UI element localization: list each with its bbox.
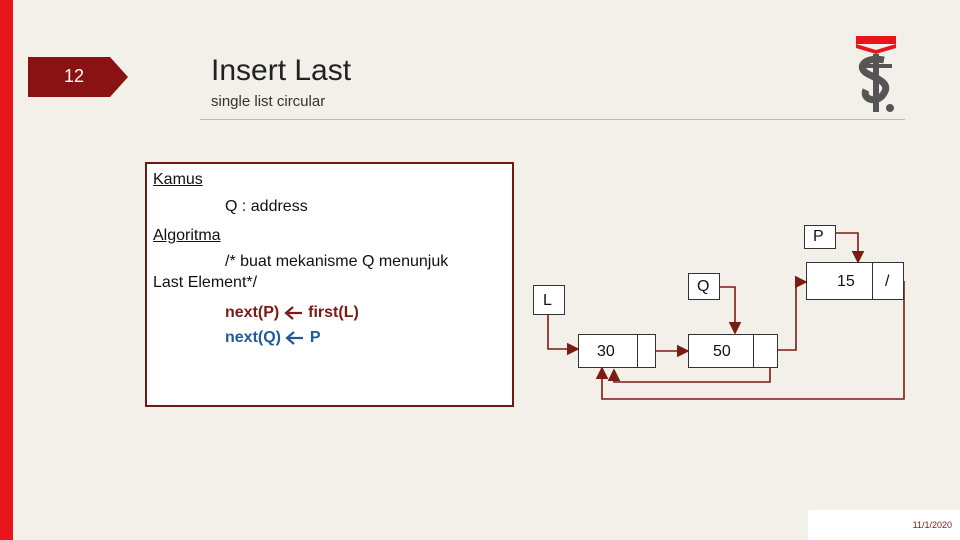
slide-number-tab xyxy=(28,57,128,97)
assign-arrow-icon xyxy=(283,305,302,320)
statement-1: next(P) first(L) xyxy=(225,304,359,322)
statement-1-target: next(P) xyxy=(225,304,280,321)
new-node-circular-link xyxy=(595,281,905,400)
pointer-p-label: P xyxy=(813,228,824,245)
slide-number: 12 xyxy=(64,66,85,86)
new-node: 15 / xyxy=(806,262,904,300)
date-footer-box xyxy=(808,510,960,540)
comment-line-2: Last Element*/ xyxy=(153,274,258,291)
node-divider xyxy=(637,335,638,367)
statement-2: next(Q) P xyxy=(225,329,321,347)
pointer-p-box: P xyxy=(804,225,836,249)
algorithm-box xyxy=(145,162,514,407)
list-node-50: 50 xyxy=(688,334,778,368)
pointer-l-box: L xyxy=(533,285,565,315)
slide-subtitle: single list circular xyxy=(211,93,326,110)
slide-title: Insert Last xyxy=(211,54,352,87)
institution-logo-icon xyxy=(856,36,896,112)
new-node-next: / xyxy=(885,273,890,290)
new-node-info: 15 xyxy=(837,273,855,290)
pointer-q-box: Q xyxy=(688,273,720,300)
kamus-label: Kamus xyxy=(153,171,203,188)
statement-1-source: first(L) xyxy=(308,304,359,321)
node-50-to-new-node-arrow xyxy=(763,275,808,351)
node-divider xyxy=(753,335,754,367)
kamus-declaration: Q : address xyxy=(225,198,308,215)
q-to-node-50-arrow xyxy=(720,286,742,335)
old-circular-link xyxy=(607,368,771,383)
l-to-node-30-arrow xyxy=(547,315,580,356)
pointer-q-label: Q xyxy=(697,278,710,295)
node-50-info: 50 xyxy=(713,343,731,360)
slide-date: 11/1/2020 xyxy=(912,520,952,530)
node-divider xyxy=(872,263,873,299)
statement-2-target: next(Q) xyxy=(225,329,281,346)
algoritma-label: Algoritma xyxy=(153,227,221,244)
pointer-l-label: L xyxy=(543,292,552,309)
left-accent-bar xyxy=(0,0,13,540)
assign-arrow-icon xyxy=(285,330,304,345)
list-node-30: 30 xyxy=(578,334,656,368)
node-30-info: 30 xyxy=(597,343,615,360)
statement-2-source: P xyxy=(309,329,321,346)
p-to-new-node-arrow xyxy=(836,232,865,264)
title-divider xyxy=(200,119,905,120)
comment-line-1: /* buat mekanisme Q menunjuk xyxy=(225,253,449,270)
